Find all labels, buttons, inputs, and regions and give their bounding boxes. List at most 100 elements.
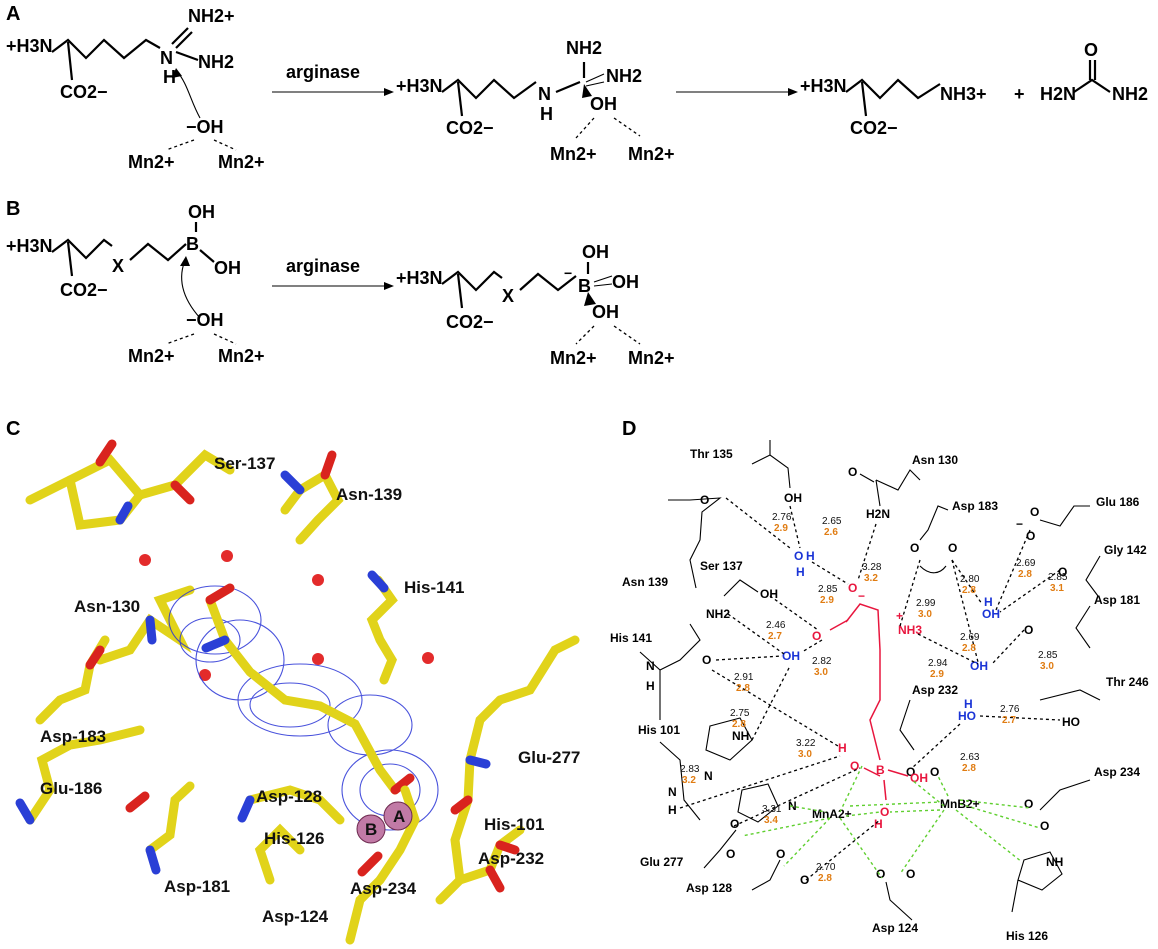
intermediate-oh: OH xyxy=(590,94,617,114)
res-gly142: Gly 142 xyxy=(1104,543,1147,557)
d-glu277-o1: O xyxy=(730,817,739,831)
dist-11: 2.91 xyxy=(734,672,754,683)
dist-7: 2.85 xyxy=(1048,572,1068,583)
ligand-h1: H xyxy=(838,741,847,755)
label-asp234: Asp-234 xyxy=(350,879,417,898)
dist-17-alt: 3.0 xyxy=(798,749,812,760)
amine-label-b2: +H3N xyxy=(396,268,443,288)
panel-b-scheme: +H3N CO2− X B OH OH −OH Mn2+ Mn2+ argina… xyxy=(6,202,675,368)
ligand-nh3: NH3 xyxy=(898,623,922,637)
dist-14: 2.85 xyxy=(1038,650,1058,661)
d-glu186-o1: O xyxy=(1030,505,1039,519)
dist-1: 2.76 xyxy=(772,512,792,523)
dist-6: 2.80 xyxy=(960,574,980,585)
d-his141-ring-nh: NH xyxy=(732,729,749,743)
plus-sign: + xyxy=(1014,84,1025,104)
res-asp232: Asp 232 xyxy=(912,683,958,697)
label-ser137: Ser-137 xyxy=(214,454,275,473)
ligand-boron: B xyxy=(876,763,885,777)
mn-ion-b1: Mn2+ xyxy=(128,346,175,366)
d-thr246-ho: HO xyxy=(1062,715,1080,729)
boron-1: B xyxy=(186,234,199,254)
ligand-h2: H xyxy=(874,817,883,831)
dist-4: 2.85 xyxy=(818,584,838,595)
manganese-ion-a xyxy=(383,801,413,831)
dist-19: 2.63 xyxy=(960,752,980,763)
water-d-3-o: OH xyxy=(982,607,1000,621)
dist-18-alt: 3.2 xyxy=(682,775,696,786)
dist-21-alt: 2.8 xyxy=(818,873,832,884)
dist-21: 2.70 xyxy=(816,862,836,873)
dist-13-alt: 2.9 xyxy=(930,669,944,680)
d-asp124-o2: O xyxy=(906,867,915,881)
res-asp183: Asp 183 xyxy=(952,499,998,513)
dist-5: 2.69 xyxy=(1016,558,1036,569)
res-glu186: Glu 186 xyxy=(1096,495,1140,509)
water-d-2-o: OH xyxy=(782,649,800,663)
arginase-label-2: arginase xyxy=(286,256,360,276)
amine-label-2: +H3N xyxy=(396,76,443,96)
d-asp183-o1: O xyxy=(910,541,919,555)
mn-ion-2: Mn2+ xyxy=(218,152,265,172)
dist-3-alt: 3.2 xyxy=(864,573,878,584)
dist-1-alt: 2.9 xyxy=(774,523,788,534)
mn-ion-b3: Mn2+ xyxy=(550,348,597,368)
water-3 xyxy=(312,574,324,586)
boronate-oh-bottom: OH xyxy=(592,302,619,322)
dist-17: 3.22 xyxy=(796,738,816,749)
d-his141-n: N xyxy=(646,659,655,673)
panel-c-structure: B A Ser-137 Asn-139 His-141 Asn-130 Asp-… xyxy=(15,439,580,945)
guanidinium-nh2: NH2 xyxy=(198,52,234,72)
res-thr135: Thr 135 xyxy=(690,447,733,461)
amine-label-3: +H3N xyxy=(800,76,847,96)
panel-d-diagram: Thr 135 Asn 130 Glu 186 Asp 183 Gly 142 … xyxy=(610,440,1149,943)
mn-b-label: MnB2+ xyxy=(940,797,980,811)
res-asp128: Asp 128 xyxy=(686,881,732,895)
dist-2-alt: 2.6 xyxy=(824,527,838,538)
boron-2: B xyxy=(578,276,591,296)
d-his141-ring-n: N xyxy=(704,769,713,783)
water-6 xyxy=(199,669,211,681)
urea-nh2: NH2 xyxy=(1112,84,1148,104)
boron-oh-top-1: OH xyxy=(188,202,215,222)
d-thr135-oh: OH xyxy=(784,491,802,505)
dist-15: 2.75 xyxy=(730,708,750,719)
manganese-b-label: B xyxy=(365,820,377,839)
d-his126-nh: NH xyxy=(1046,855,1063,869)
dist-20-alt: 3.4 xyxy=(764,815,778,826)
carboxylate-label-b1: CO2− xyxy=(60,280,108,300)
panel-label-a: A xyxy=(6,3,20,25)
dist-19-alt: 2.8 xyxy=(962,763,976,774)
d-his141-h: H xyxy=(646,679,655,693)
d-his141-o: O xyxy=(702,653,711,667)
d-asp232-o2: O xyxy=(930,765,939,779)
guanidinium-nh2plus: NH2+ xyxy=(188,6,235,26)
res-glu277: Glu 277 xyxy=(640,855,684,869)
intermediate-nh2-right: NH2 xyxy=(606,66,642,86)
label-glu277: Glu-277 xyxy=(518,748,580,767)
d-glu186-charge: − xyxy=(1016,517,1023,531)
dist-12: 2.82 xyxy=(812,656,832,667)
manganese-ion-b xyxy=(356,814,386,844)
manganese-a-label: A xyxy=(393,807,405,826)
res-thr246: Thr 246 xyxy=(1106,675,1149,689)
d-glu186-o2: O xyxy=(1026,529,1035,543)
linker-x-2: X xyxy=(502,286,514,306)
mn-ion-b2: Mn2+ xyxy=(218,346,265,366)
res-asp181: Asp 181 xyxy=(1094,593,1140,607)
ligand-boron-o1: O xyxy=(850,759,859,773)
d-his101-h: H xyxy=(668,803,677,817)
water-d-5-o: HO xyxy=(958,709,976,723)
water-5 xyxy=(422,652,434,664)
water-d-3-h: H xyxy=(984,595,993,609)
dist-11-alt: 2.8 xyxy=(736,683,750,694)
label-asn130: Asn-130 xyxy=(74,597,140,616)
water-2 xyxy=(221,550,233,562)
boronate-oh-top: OH xyxy=(582,242,609,262)
water-d-1-h2: H xyxy=(796,565,805,579)
label-asp232: Asp-232 xyxy=(478,849,544,868)
label-glu186: Glu-186 xyxy=(40,779,102,798)
carboxylate-label-3: CO2− xyxy=(850,118,898,138)
d-his101-n: N xyxy=(668,785,677,799)
label-his101: His-101 xyxy=(484,815,544,834)
